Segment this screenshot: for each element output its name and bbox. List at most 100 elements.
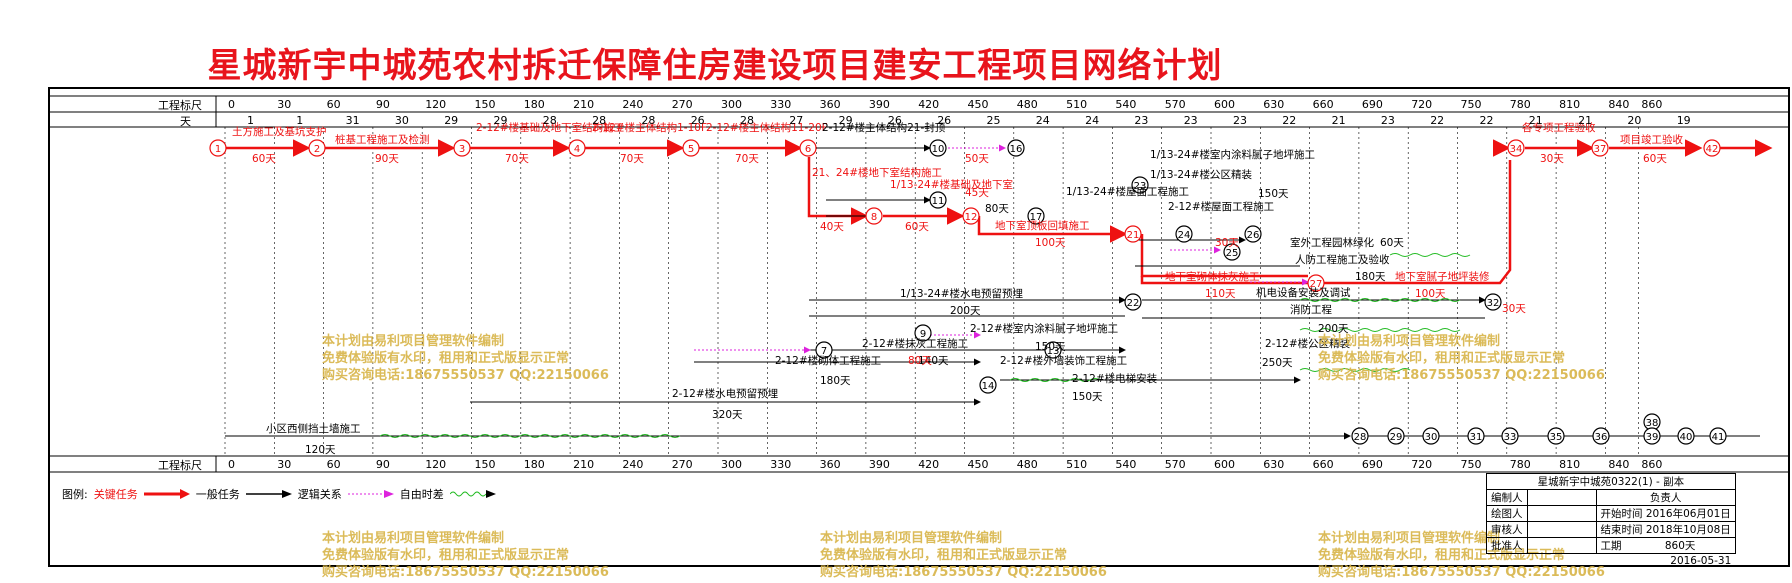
critical-path [225,139,1773,285]
project-info-table: 星城新宇中城苑0322(1) - 副本 编制人负责人 绘图人开始时间 2016年… [1486,473,1736,567]
node-label-25: 25 [1226,248,1239,259]
ruler-tick-top: 780 [1509,98,1531,111]
node-label-26: 26 [1247,230,1260,241]
task-duration-t23: 60天 [1380,237,1404,249]
task-label-t22: 1/13-24#楼公区精装 [1150,168,1253,181]
legend-critical-arrow [143,489,190,499]
node-10 [929,139,947,157]
task-label-t11: 地下室腻子地坪装修 [1395,270,1490,283]
ruler-tick-bottom: 90 [375,458,390,471]
ruler-tick-bottom: 860 [1641,458,1663,471]
task-duration-t19: 320天 [712,409,743,421]
node-31 [1467,427,1485,445]
ruler-tick-bottom: 330 [770,458,792,471]
node-label-30: 30 [1425,432,1438,443]
ruler-day-count: 28 [542,114,557,127]
ruler-day-count: 26 [887,114,902,127]
ruler-day-count: 1 [296,114,304,127]
node-8 [865,207,883,225]
ruler-tick-top: 750 [1460,98,1482,111]
task-duration-t5: 70天 [735,153,759,165]
task-label-t23: 室外工程园林绿化 [1290,236,1374,249]
legend-logic: 逻辑关系 [297,488,342,501]
task-duration-t9: 100天 [1035,237,1066,249]
ruler-tick-bottom: 690 [1361,458,1383,471]
ruler-day-count: 22 [1479,114,1494,127]
node-39 [1643,427,1661,445]
task-label-t16: 2-12#楼外墙装饰工程施工 [1000,354,1127,367]
task-duration-t20: 120天 [305,444,336,456]
task-duration-t16: 140天 [918,355,949,367]
ruler-tick-top: 240 [622,98,644,111]
legend-logic-arrow [347,490,394,498]
ruler-tick-bottom: 480 [1016,458,1038,471]
node-label-28: 28 [1354,432,1367,443]
task-duration-t28: 60天 [1643,153,1667,165]
ruler-day-count: 21 [1528,114,1543,127]
ruler-day-count: 21 [1331,114,1346,127]
node-label-17: 17 [1030,212,1043,223]
ruler-day-count: 27 [789,114,804,127]
node-label-39: 39 [1646,432,1659,443]
node-label-42: 42 [1706,144,1719,155]
ruler-day-count: 30 [394,114,409,127]
node-label-36: 36 [1595,432,1608,443]
ruler-tick-top: 300 [721,98,742,111]
node-9 [914,324,932,342]
ruler-tick-bottom: 660 [1312,458,1334,471]
ruler-tick-top: 30 [277,98,292,111]
node-label-5: 5 [688,144,694,155]
ruler-day-count: 23 [1380,114,1395,127]
node-6 [799,139,817,157]
task-label-t27: 各专项工程验收 [1522,121,1596,134]
node-label-38: 38 [1646,418,1659,429]
task-label-t17: 2-12#楼公区精装 [1265,337,1351,350]
task-duration-t25: 200天 [1318,323,1349,335]
ruler-tick-bottom: 750 [1460,458,1482,471]
task-duration-t26: 180天 [1355,271,1386,283]
ruler-top [48,95,1790,128]
ruler-tick-bottom: 60 [326,458,341,471]
legend: 图例: 关键任务 一般任务 逻辑关系 自由时差 [62,486,496,502]
task-duration-t14: 180天 [820,375,851,387]
ruler-tick-top: 210 [573,98,595,111]
ruler-tick-top: 630 [1263,98,1285,111]
task-duration-t27: 30天 [1540,153,1564,165]
task-label-t6: 2-12#楼主体结构21-封顶 [822,121,946,134]
node-label-12: 12 [965,212,978,223]
ruler-tick-top: 90 [375,98,390,111]
ruler-day-count: 29 [493,114,508,127]
ruler-label-bottom: 工程标尺 [158,459,202,472]
node-23 [1131,176,1149,194]
task-label-t4: 2-12#楼主体结构1-10F [592,121,707,134]
ruler-tick-top: 510 [1066,98,1088,111]
task-label-t2: 桩基工程施工及检测 [335,133,430,146]
node-37 [1591,139,1609,157]
node-5 [682,139,700,157]
task-duration-t30: 30天 [1215,237,1239,249]
task-duration-t13: 150天 [1035,341,1066,353]
ruler-day-count: 22 [1282,114,1297,127]
ruler-tick-top: 540 [1115,98,1137,111]
ruler-tick-bottom: 720 [1411,458,1433,471]
node-4 [568,139,586,157]
task-duration-t3: 70天 [505,153,529,165]
task-label-t15: 2-12#楼抹灰工程施工 [862,337,968,350]
node-label-32: 32 [1487,298,1500,309]
ruler-tick-top: 570 [1164,98,1186,111]
task-duration-t33: 80天 [908,355,932,367]
task-label-t7: 21、24#楼地下室结构施工 [812,166,942,179]
node-label-24: 24 [1178,230,1191,241]
ruler-tick-top: 120 [425,98,447,111]
ruler-tick-top: 720 [1411,98,1433,111]
node-11 [929,191,947,209]
ruler-tick-top: 150 [474,98,496,111]
task-label-t12: 1/13-24#楼水电预留预埋 [900,287,1024,300]
page-title: 星城新宇中城苑农村拆迁保障住房建设项目建安工程项目网络计划 [207,46,1223,86]
task-duration-t32: 45天 [965,187,989,199]
ruler-day-count: 21 [1578,114,1593,127]
project-name: 星城新宇中城苑0322(1) - 副本 [1486,473,1736,490]
watermark-3: 本计划由易利项目管理软件编制 免费体验版有水印，租用和正式版显示正常 购买咨询电… [322,531,609,580]
